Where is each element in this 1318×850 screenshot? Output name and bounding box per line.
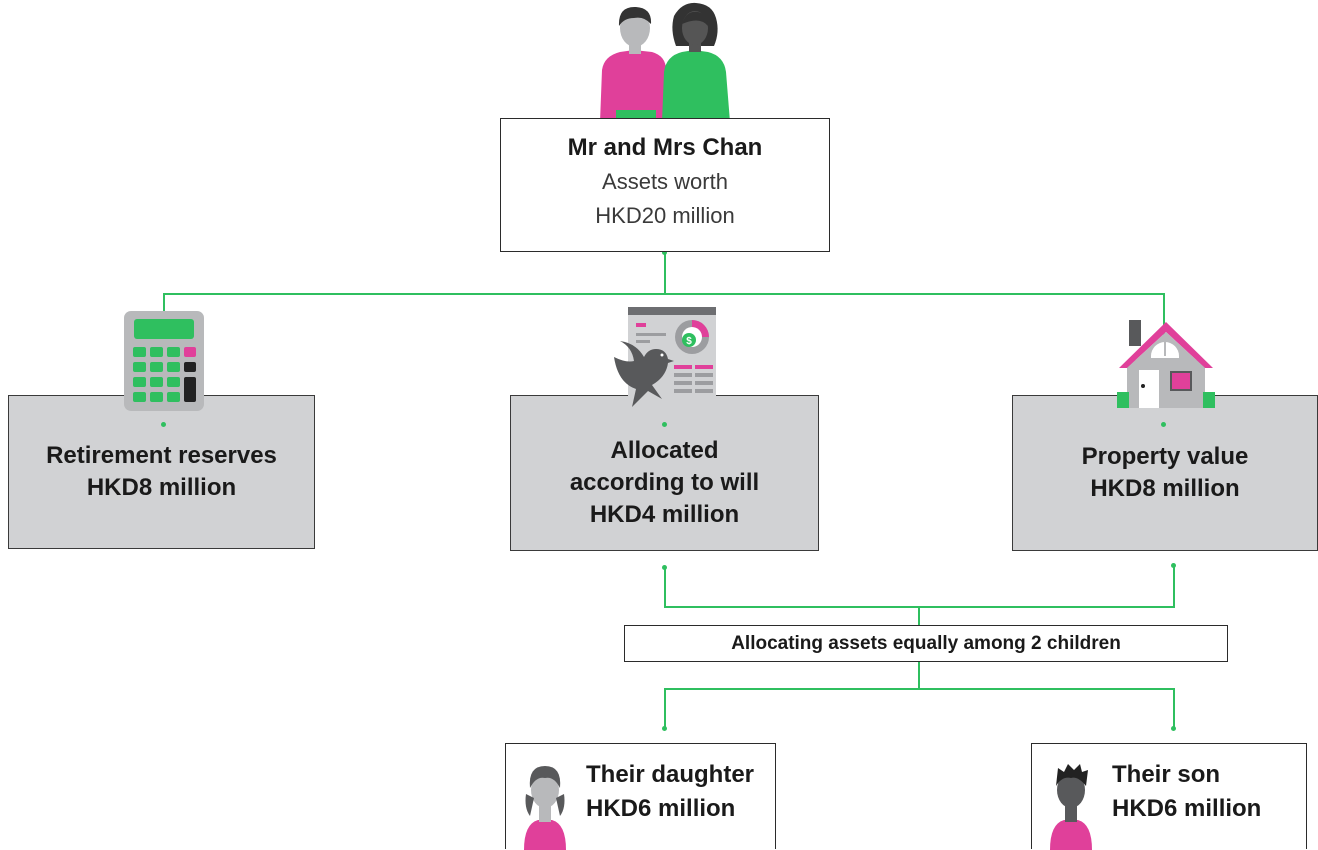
retirement-label: Retirement reserves bbox=[46, 442, 277, 469]
daughter-text: Their daughter HKD6 million bbox=[586, 758, 754, 826]
connector-to-allocation bbox=[918, 606, 920, 626]
will-label-1: Allocated bbox=[610, 437, 719, 464]
connector-dot bbox=[1171, 726, 1176, 731]
connector-bottom-horizontal bbox=[664, 688, 1175, 690]
connector-dot bbox=[161, 422, 166, 427]
connector-top-horizontal bbox=[163, 293, 1165, 295]
root-assets-value: HKD20 million bbox=[595, 203, 735, 228]
connector-dot bbox=[662, 250, 667, 255]
connector-dot bbox=[662, 422, 667, 427]
son-text: Their son HKD6 million bbox=[1112, 758, 1261, 826]
allocation-label: Allocating assets equally among 2 childr… bbox=[731, 632, 1121, 654]
property-label: Property value bbox=[1081, 443, 1249, 470]
daughter-box: Their daughter HKD6 million bbox=[505, 743, 776, 850]
connector-dot bbox=[1161, 422, 1166, 427]
retirement-box: Retirement reserves HKD8 million bbox=[8, 395, 315, 549]
daughter-value: HKD6 million bbox=[586, 795, 736, 822]
root-assets-label: Assets worth bbox=[602, 169, 728, 194]
connector-dot bbox=[662, 565, 667, 570]
connector-will-down bbox=[664, 568, 666, 607]
son-value: HKD6 million bbox=[1112, 795, 1262, 822]
root-name: Mr and Mrs Chan bbox=[567, 134, 763, 161]
root-box: Mr and Mrs Chan Assets worth HKD20 milli… bbox=[500, 118, 830, 252]
will-document-dove-icon: $ bbox=[614, 307, 716, 407]
son-label: Their son bbox=[1112, 761, 1221, 788]
retirement-value: HKD8 million bbox=[86, 474, 237, 501]
will-value: HKD4 million bbox=[589, 501, 740, 528]
svg-text:$: $ bbox=[686, 336, 692, 347]
connector-to-retirement bbox=[163, 293, 165, 323]
calculator-icon bbox=[124, 311, 204, 411]
girl-icon bbox=[524, 766, 566, 850]
connector-dot bbox=[662, 726, 667, 731]
connector-dot bbox=[1171, 563, 1176, 568]
connector-property-down bbox=[1173, 566, 1175, 607]
will-label-2: according to will bbox=[569, 469, 760, 496]
connector-to-daughter bbox=[664, 688, 666, 728]
house-icon bbox=[1117, 320, 1215, 408]
connector-to-son bbox=[1173, 688, 1175, 728]
allocation-box: Allocating assets equally among 2 childr… bbox=[624, 625, 1228, 662]
son-box: Their son HKD6 million bbox=[1031, 743, 1307, 850]
boy-icon bbox=[1050, 764, 1092, 850]
will-box: Allocated according to will HKD4 million bbox=[510, 395, 819, 551]
couple-icon bbox=[600, 2, 730, 122]
connector-allocation-down bbox=[918, 662, 920, 689]
daughter-label: Their daughter bbox=[586, 761, 755, 788]
property-box: Property value HKD8 million bbox=[1012, 395, 1318, 551]
property-value: HKD8 million bbox=[1090, 475, 1240, 502]
connector-root-down bbox=[664, 252, 666, 295]
